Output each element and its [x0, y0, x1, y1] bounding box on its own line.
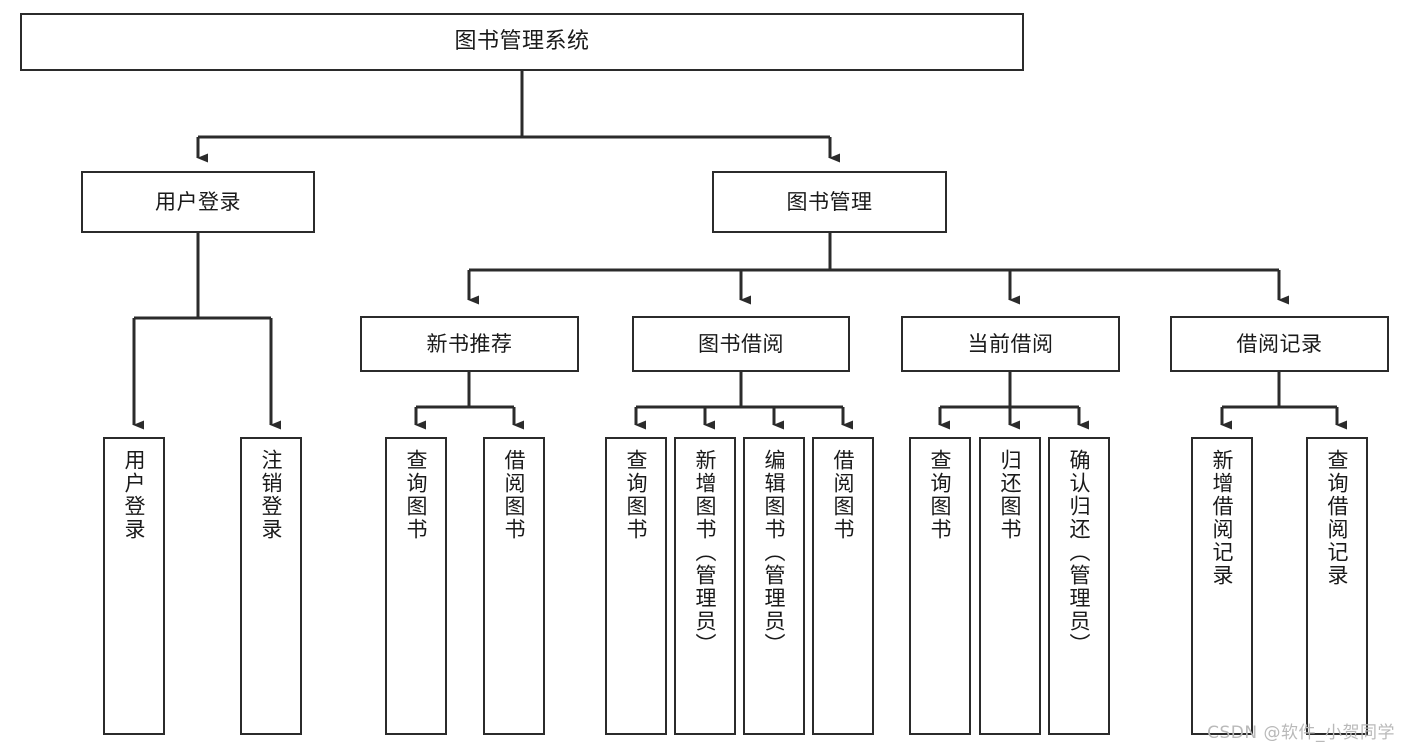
node-book-borrow[interactable]: 图书借阅 [632, 316, 850, 372]
node-leaf-borrow-book-recommend[interactable]: 借阅图书 [483, 437, 545, 735]
node-leaf-logout[interactable]: 注销登录 [240, 437, 302, 735]
node-label: 编辑图书（管理员） [762, 449, 787, 656]
node-current-borrow[interactable]: 当前借阅 [901, 316, 1120, 372]
node-label: 图书借阅 [698, 331, 784, 356]
node-leaf-add-borrow-record[interactable]: 新增借阅记录 [1191, 437, 1253, 735]
node-leaf-query-borrow-record[interactable]: 查询借阅记录 [1306, 437, 1368, 735]
node-label: 查询图书 [624, 449, 649, 541]
node-borrow-record[interactable]: 借阅记录 [1170, 316, 1389, 372]
node-label: 新书推荐 [426, 331, 513, 356]
node-label: 归还图书 [998, 449, 1023, 541]
watermark-text: CSDN @软件_小贺同学 [1207, 723, 1395, 743]
node-label: 图书管理系统 [454, 29, 590, 55]
node-label: 新增图书（管理员） [693, 449, 718, 656]
node-leaf-add-book-admin[interactable]: 新增图书（管理员） [674, 437, 736, 735]
node-leaf-borrow-book[interactable]: 借阅图书 [812, 437, 874, 735]
node-leaf-edit-book-admin[interactable]: 编辑图书（管理员） [743, 437, 805, 735]
node-leaf-confirm-return-admin[interactable]: 确认归还（管理员） [1048, 437, 1110, 735]
node-new-book-recommend[interactable]: 新书推荐 [360, 316, 579, 372]
node-leaf-return-book[interactable]: 归还图书 [979, 437, 1041, 735]
node-leaf-query-book-recommend[interactable]: 查询图书 [385, 437, 447, 735]
node-label: 查询图书 [928, 449, 953, 541]
node-label: 借阅记录 [1236, 331, 1323, 356]
node-label: 新增借阅记录 [1210, 449, 1235, 587]
node-label: 借阅图书 [502, 449, 527, 541]
node-label: 借阅图书 [831, 449, 856, 541]
node-leaf-user-login[interactable]: 用户登录 [103, 437, 165, 735]
node-leaf-query-book-borrow[interactable]: 查询图书 [605, 437, 667, 735]
node-label: 查询借阅记录 [1325, 449, 1350, 587]
node-label: 图书管理 [786, 189, 873, 214]
node-label: 注销登录 [259, 449, 284, 541]
node-leaf-query-book-current[interactable]: 查询图书 [909, 437, 971, 735]
node-label: 当前借阅 [967, 331, 1054, 356]
node-label: 用户登录 [155, 189, 241, 214]
node-user-login[interactable]: 用户登录 [81, 171, 315, 233]
node-label: 用户登录 [122, 449, 147, 541]
node-label: 查询图书 [404, 449, 429, 541]
node-root-system[interactable]: 图书管理系统 [20, 13, 1024, 71]
node-label: 确认归还（管理员） [1067, 449, 1092, 656]
node-book-management[interactable]: 图书管理 [712, 171, 947, 233]
